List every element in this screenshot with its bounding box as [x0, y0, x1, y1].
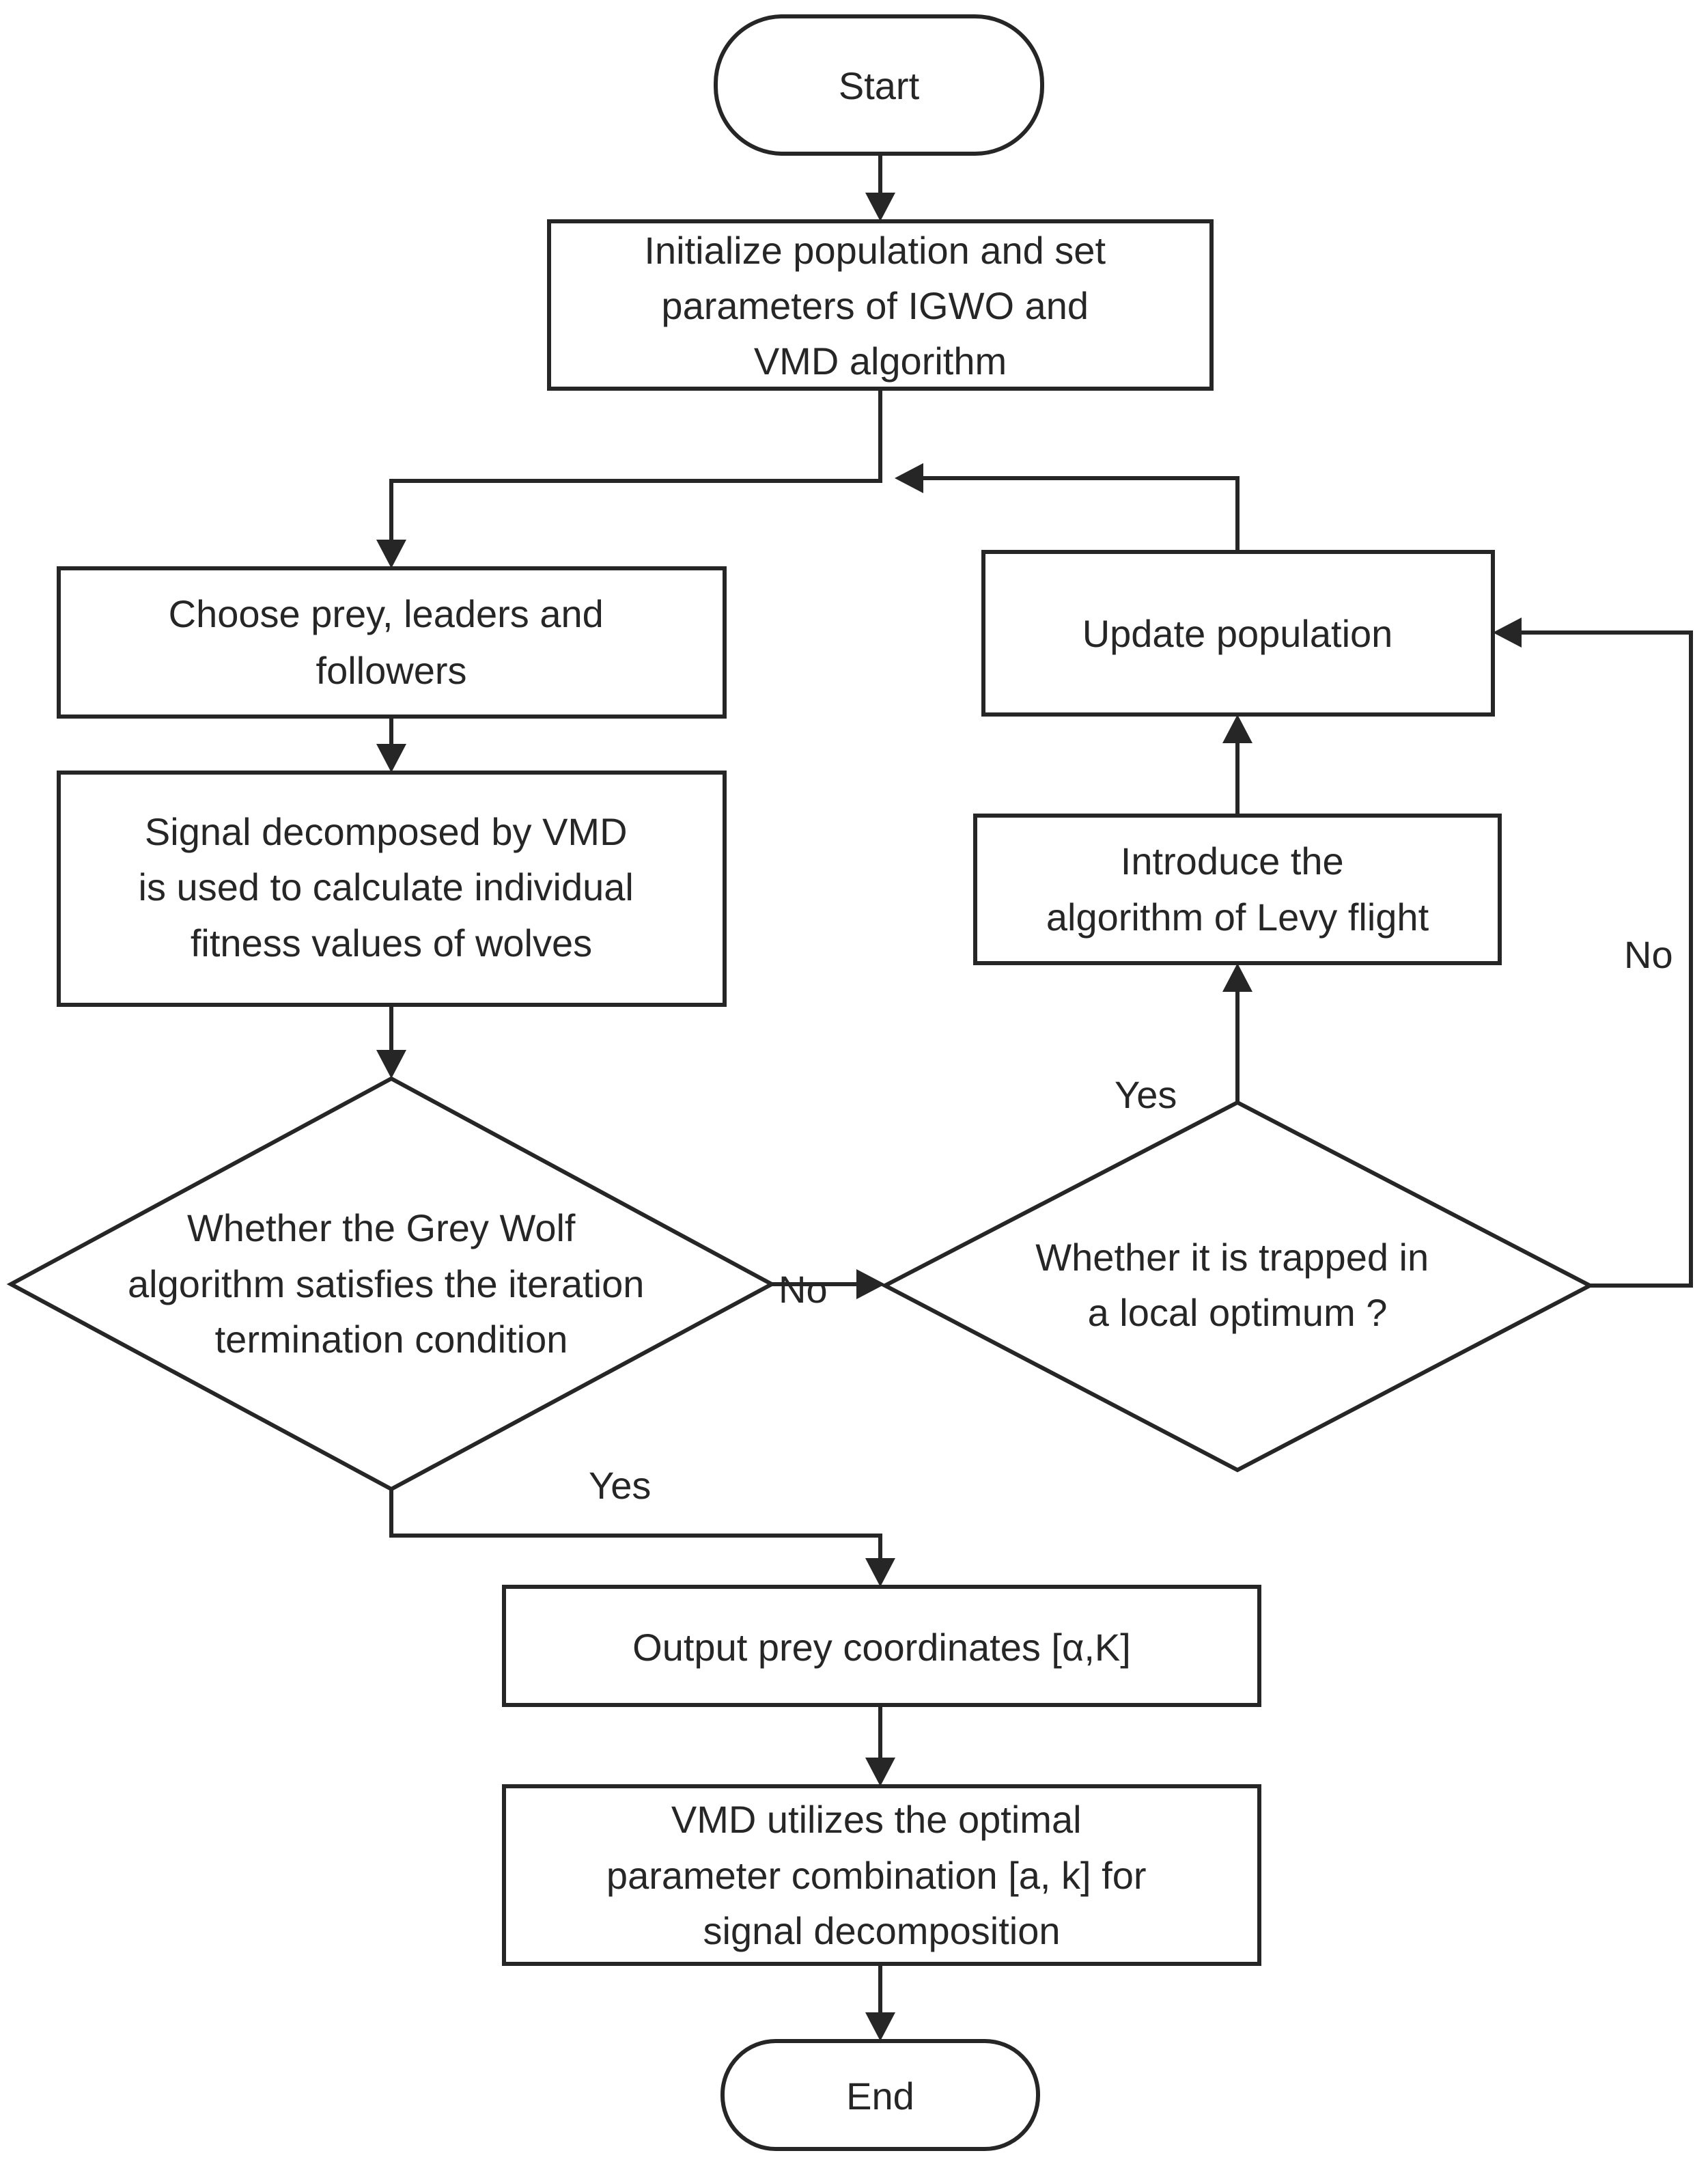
decompose-process: VMD utilizes the optimal parameter combi… [502, 1784, 1261, 1966]
edge-decompose-to-end [865, 1964, 895, 2041]
init-process: Initialize population and set parameters… [547, 219, 1214, 391]
choose-process: Choose prey, leaders and followers [57, 566, 727, 719]
output-process: Output prey coordinates [α,K] [502, 1585, 1261, 1707]
trapped-decision: Whether it is trapped in a local optimum… [880, 1100, 1595, 1473]
init-label: Initialize population and set parameters… [644, 229, 1116, 383]
end-node: End [720, 2039, 1040, 2151]
termination-decision: Whether the Grey Wolf algorithm satisfie… [6, 1076, 776, 1492]
edge-output-to-decompose [865, 1705, 895, 1786]
decompose-label: VMD utilizes the optimal parameter combi… [606, 1798, 1157, 1952]
output-label: Output prey coordinates [α,K] [632, 1626, 1131, 1669]
edge-termination-yes-to-output [389, 1489, 895, 1587]
start-node: Start [714, 14, 1044, 156]
termination-yes-label: Yes [589, 1464, 651, 1507]
termination-no-label: No [779, 1268, 828, 1311]
edge-fitness-to-termination [376, 1005, 406, 1079]
fitness-process: Signal decomposed by VMD is used to calc… [57, 771, 727, 1007]
edge-start-to-init [865, 154, 895, 221]
end-label: End [846, 2075, 914, 2118]
edge-levy-to-update [1222, 715, 1252, 816]
update-label: Update population [1082, 612, 1393, 655]
choose-label: Choose prey, leaders and followers [169, 592, 615, 692]
trapped-yes-label: Yes [1115, 1073, 1177, 1116]
edge-trapped-yes-to-levy [1222, 963, 1252, 1102]
start-label: Start [839, 64, 920, 107]
update-process: Update population [981, 550, 1495, 717]
levy-process: Introduce the algorithm of Levy flight [973, 814, 1502, 965]
trapped-no-label: No [1624, 933, 1673, 976]
levy-label: Introduce the algorithm of Levy flight [1046, 840, 1429, 939]
trapped-label: Whether it is trapped in a local optimum… [1035, 1236, 1439, 1334]
termination-label: Whether the Grey Wolf algorithm satisfie… [128, 1206, 655, 1361]
edge-trapped-no-to-update [1493, 618, 1693, 1288]
edge-termination-no-to-trapped [772, 1269, 885, 1299]
edge-choose-to-fitness [376, 717, 406, 773]
edge-update-loop-back [895, 463, 1240, 552]
fitness-label: Signal decomposed by VMD is used to calc… [139, 810, 645, 965]
edge-init-to-choose [376, 389, 882, 568]
